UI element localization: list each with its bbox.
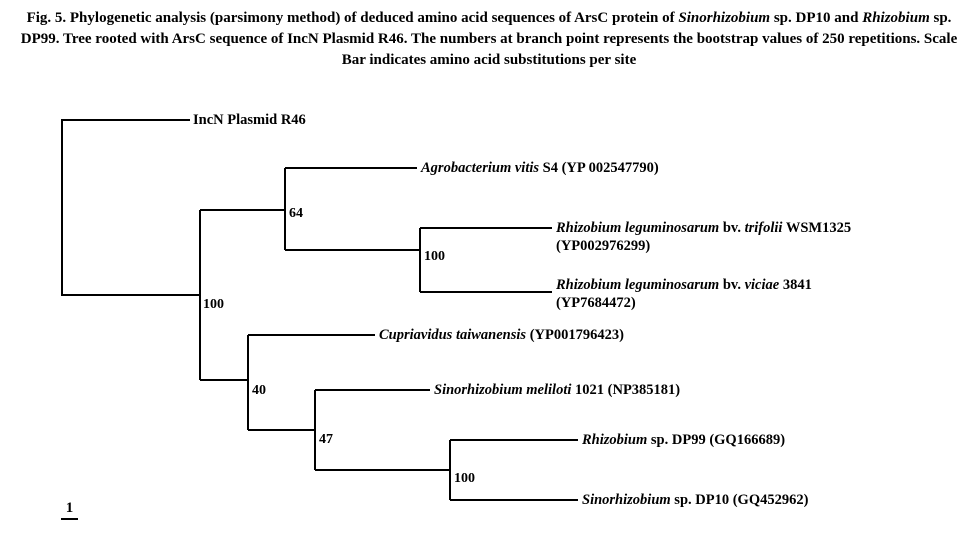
figure-caption: Fig. 5. Phylogenetic analysis (parsimony… [11,8,967,71]
bootstrap-main-clade: 100 [203,297,224,312]
taxon-name-italic: Rhizobium leguminosarum [556,220,720,236]
taxon-label-rhizobium-dp99: Rhizobium sp. DP99 (GQ166689) [582,431,785,449]
caption-genus-rhizobium: Rhizobium [862,10,930,26]
taxon-name-roman: sp. DP10 (GQ452962) [670,492,809,508]
taxon-name-italic: Rhizobium leguminosarum [556,277,720,293]
taxon-line-1: Rhizobium leguminosarum bv. viciae 3841 [556,276,812,294]
caption-segment-2: sp. DP10 and [770,10,863,26]
taxon-label-incn-plasmid-r46: IncN Plasmid R46 [193,111,306,129]
taxon-accession: (YP7684472) [556,295,636,311]
taxon-label-cupriavidus-taiwanensis: Cupriavidus taiwanensis (YP001796423) [379,326,624,344]
bootstrap-sinorhizobium-clade: 47 [319,432,333,447]
taxon-name-roman: sp. DP99 (GQ166689) [647,432,786,448]
caption-segment-3: sp. DP99. Tree rooted with ArsC sequence… [20,10,958,68]
taxon-name-italic: trifolii [744,220,783,236]
taxon-label-sinorhizobium-dp10: Sinorhizobium sp. DP10 (GQ452962) [582,491,808,509]
bootstrap-lower-clade: 40 [252,383,266,398]
taxon-name-roman: bv. [719,277,745,293]
taxon-name-roman: S4 (YP 002547790) [539,160,659,176]
taxon-name-roman: bv. [719,220,745,236]
taxon-label-leguminosarum-viciae: Rhizobium leguminosarum bv. viciae 3841 … [556,276,812,312]
taxon-accession: (YP002976299) [556,238,651,254]
caption-genus-sinorhizobium: Sinorhizobium [678,10,771,26]
taxon-name-italic: Rhizobium [582,432,648,448]
bootstrap-dp-pair: 100 [454,471,475,486]
taxon-label-sinorhizobium-meliloti: Sinorhizobium meliloti 1021 (NP385181) [434,381,680,399]
scale-bar: 1 [61,500,78,520]
taxon-name-italic: Sinorhizobium [582,492,671,508]
caption-segment-1: Fig. 5. Phylogenetic analysis (parsimony… [26,10,679,26]
taxon-name-roman: 3841 [779,277,812,293]
bootstrap-leguminosarum-pair: 100 [424,249,445,264]
taxon-text: IncN Plasmid R46 [193,112,306,128]
bootstrap-agrobacterium-clade: 64 [289,206,303,221]
taxon-name-roman: 1021 (NP385181) [571,382,681,398]
taxon-label-leguminosarum-trifolii: Rhizobium leguminosarum bv. trifolii WSM… [556,219,851,255]
taxon-label-agrobacterium-vitis: Agrobacterium vitis S4 (YP 002547790) [421,159,659,177]
branch-root [61,119,200,296]
taxon-line-1: Rhizobium leguminosarum bv. trifolii WSM… [556,219,851,237]
taxon-name-roman: WSM1325 [782,220,852,236]
taxon-name-italic: Agrobacterium vitis [421,160,540,176]
taxon-name-italic: Cupriavidus taiwanensis [379,327,527,343]
taxon-name-italic: viciae [744,277,780,293]
taxon-name-italic: Sinorhizobium meliloti [434,382,572,398]
taxon-name-roman: (YP001796423) [526,327,624,343]
